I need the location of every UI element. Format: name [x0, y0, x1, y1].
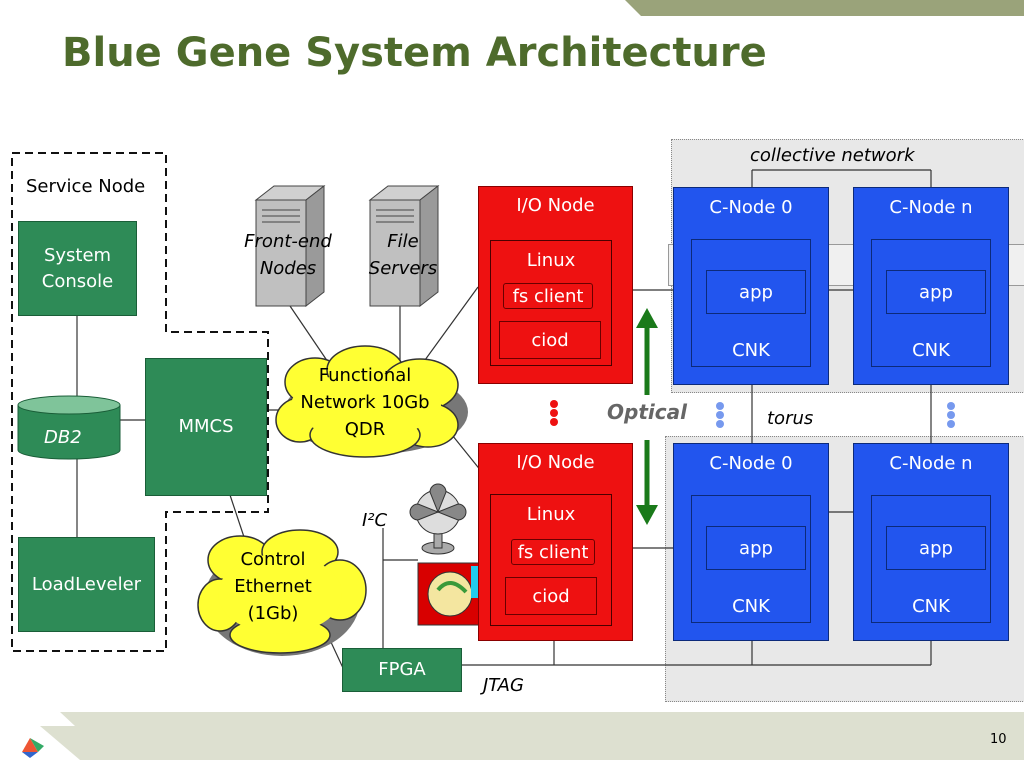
linux-box: Linux fs client ciod — [490, 240, 612, 366]
app-scroll: app — [706, 526, 806, 570]
fpga-box: FPGA — [342, 648, 462, 692]
cnk-box: app CNK — [691, 495, 811, 623]
cnk-label: CNK — [912, 340, 950, 361]
compute-node-title: C-Node n — [889, 197, 973, 218]
cnk-box: app CNK — [691, 239, 811, 367]
compute-node-title: C-Node 0 — [709, 453, 793, 474]
fs-client-box: fs client — [511, 539, 595, 565]
page-number: 10 — [990, 732, 1007, 747]
io-node-bottom: I/O Node Linux fs client ciod — [478, 443, 633, 641]
compute-node-0-top: C-Node 0 app CNK — [673, 187, 829, 385]
cnk-label: CNK — [732, 340, 770, 361]
cnk-box: app CNK — [871, 495, 991, 623]
optical-label: Optical — [607, 400, 687, 424]
file-servers-label: File Servers — [368, 231, 438, 279]
cnk-box: app CNK — [871, 239, 991, 367]
control-ethernet-label: Control Ethernet (1Gb) — [234, 549, 312, 624]
loadleveler-box: LoadLeveler — [18, 537, 155, 632]
db2-label: DB2 — [44, 427, 82, 448]
collective-network-label: collective network — [750, 145, 915, 166]
i2c-label: I²C — [362, 510, 388, 531]
io-node-title: I/O Node — [516, 452, 595, 473]
linux-box: Linux fs client ciod — [490, 494, 612, 626]
system-console-box: System Console — [18, 221, 137, 316]
mmcs-box: MMCS — [145, 358, 267, 496]
app-scroll: app — [706, 270, 806, 314]
service-node-boundary — [11, 152, 269, 652]
ciod-box: ciod — [499, 321, 601, 359]
app-scroll: app — [886, 526, 986, 570]
compute-node-0-bottom: C-Node 0 app CNK — [673, 443, 829, 641]
cnk-label: CNK — [732, 596, 770, 617]
page-title: Blue Gene System Architecture — [62, 30, 767, 76]
torus-label: torus — [767, 408, 814, 429]
compute-node-title: C-Node 0 — [709, 197, 793, 218]
compute-node-title: C-Node n — [889, 453, 973, 474]
linux-label: Linux — [526, 250, 576, 271]
compute-node-n-bottom: C-Node n app CNK — [853, 443, 1009, 641]
jtag-label: JTAG — [483, 675, 524, 696]
functional-network-label: Functional Network 10Gb QDR — [300, 365, 430, 440]
logo-icon — [22, 738, 44, 758]
front-end-nodes-label: Front-end Nodes — [244, 231, 332, 279]
io-node-title: I/O Node — [516, 195, 595, 216]
ciod-box: ciod — [505, 577, 597, 615]
linux-label: Linux — [526, 504, 576, 525]
io-node-top: I/O Node Linux fs client ciod — [478, 186, 633, 384]
fs-client-box: fs client — [503, 283, 593, 309]
cnk-label: CNK — [912, 596, 950, 617]
service-node-label: Service Node — [26, 176, 146, 197]
compute-node-n-top: C-Node n app CNK — [853, 187, 1009, 385]
app-scroll: app — [886, 270, 986, 314]
